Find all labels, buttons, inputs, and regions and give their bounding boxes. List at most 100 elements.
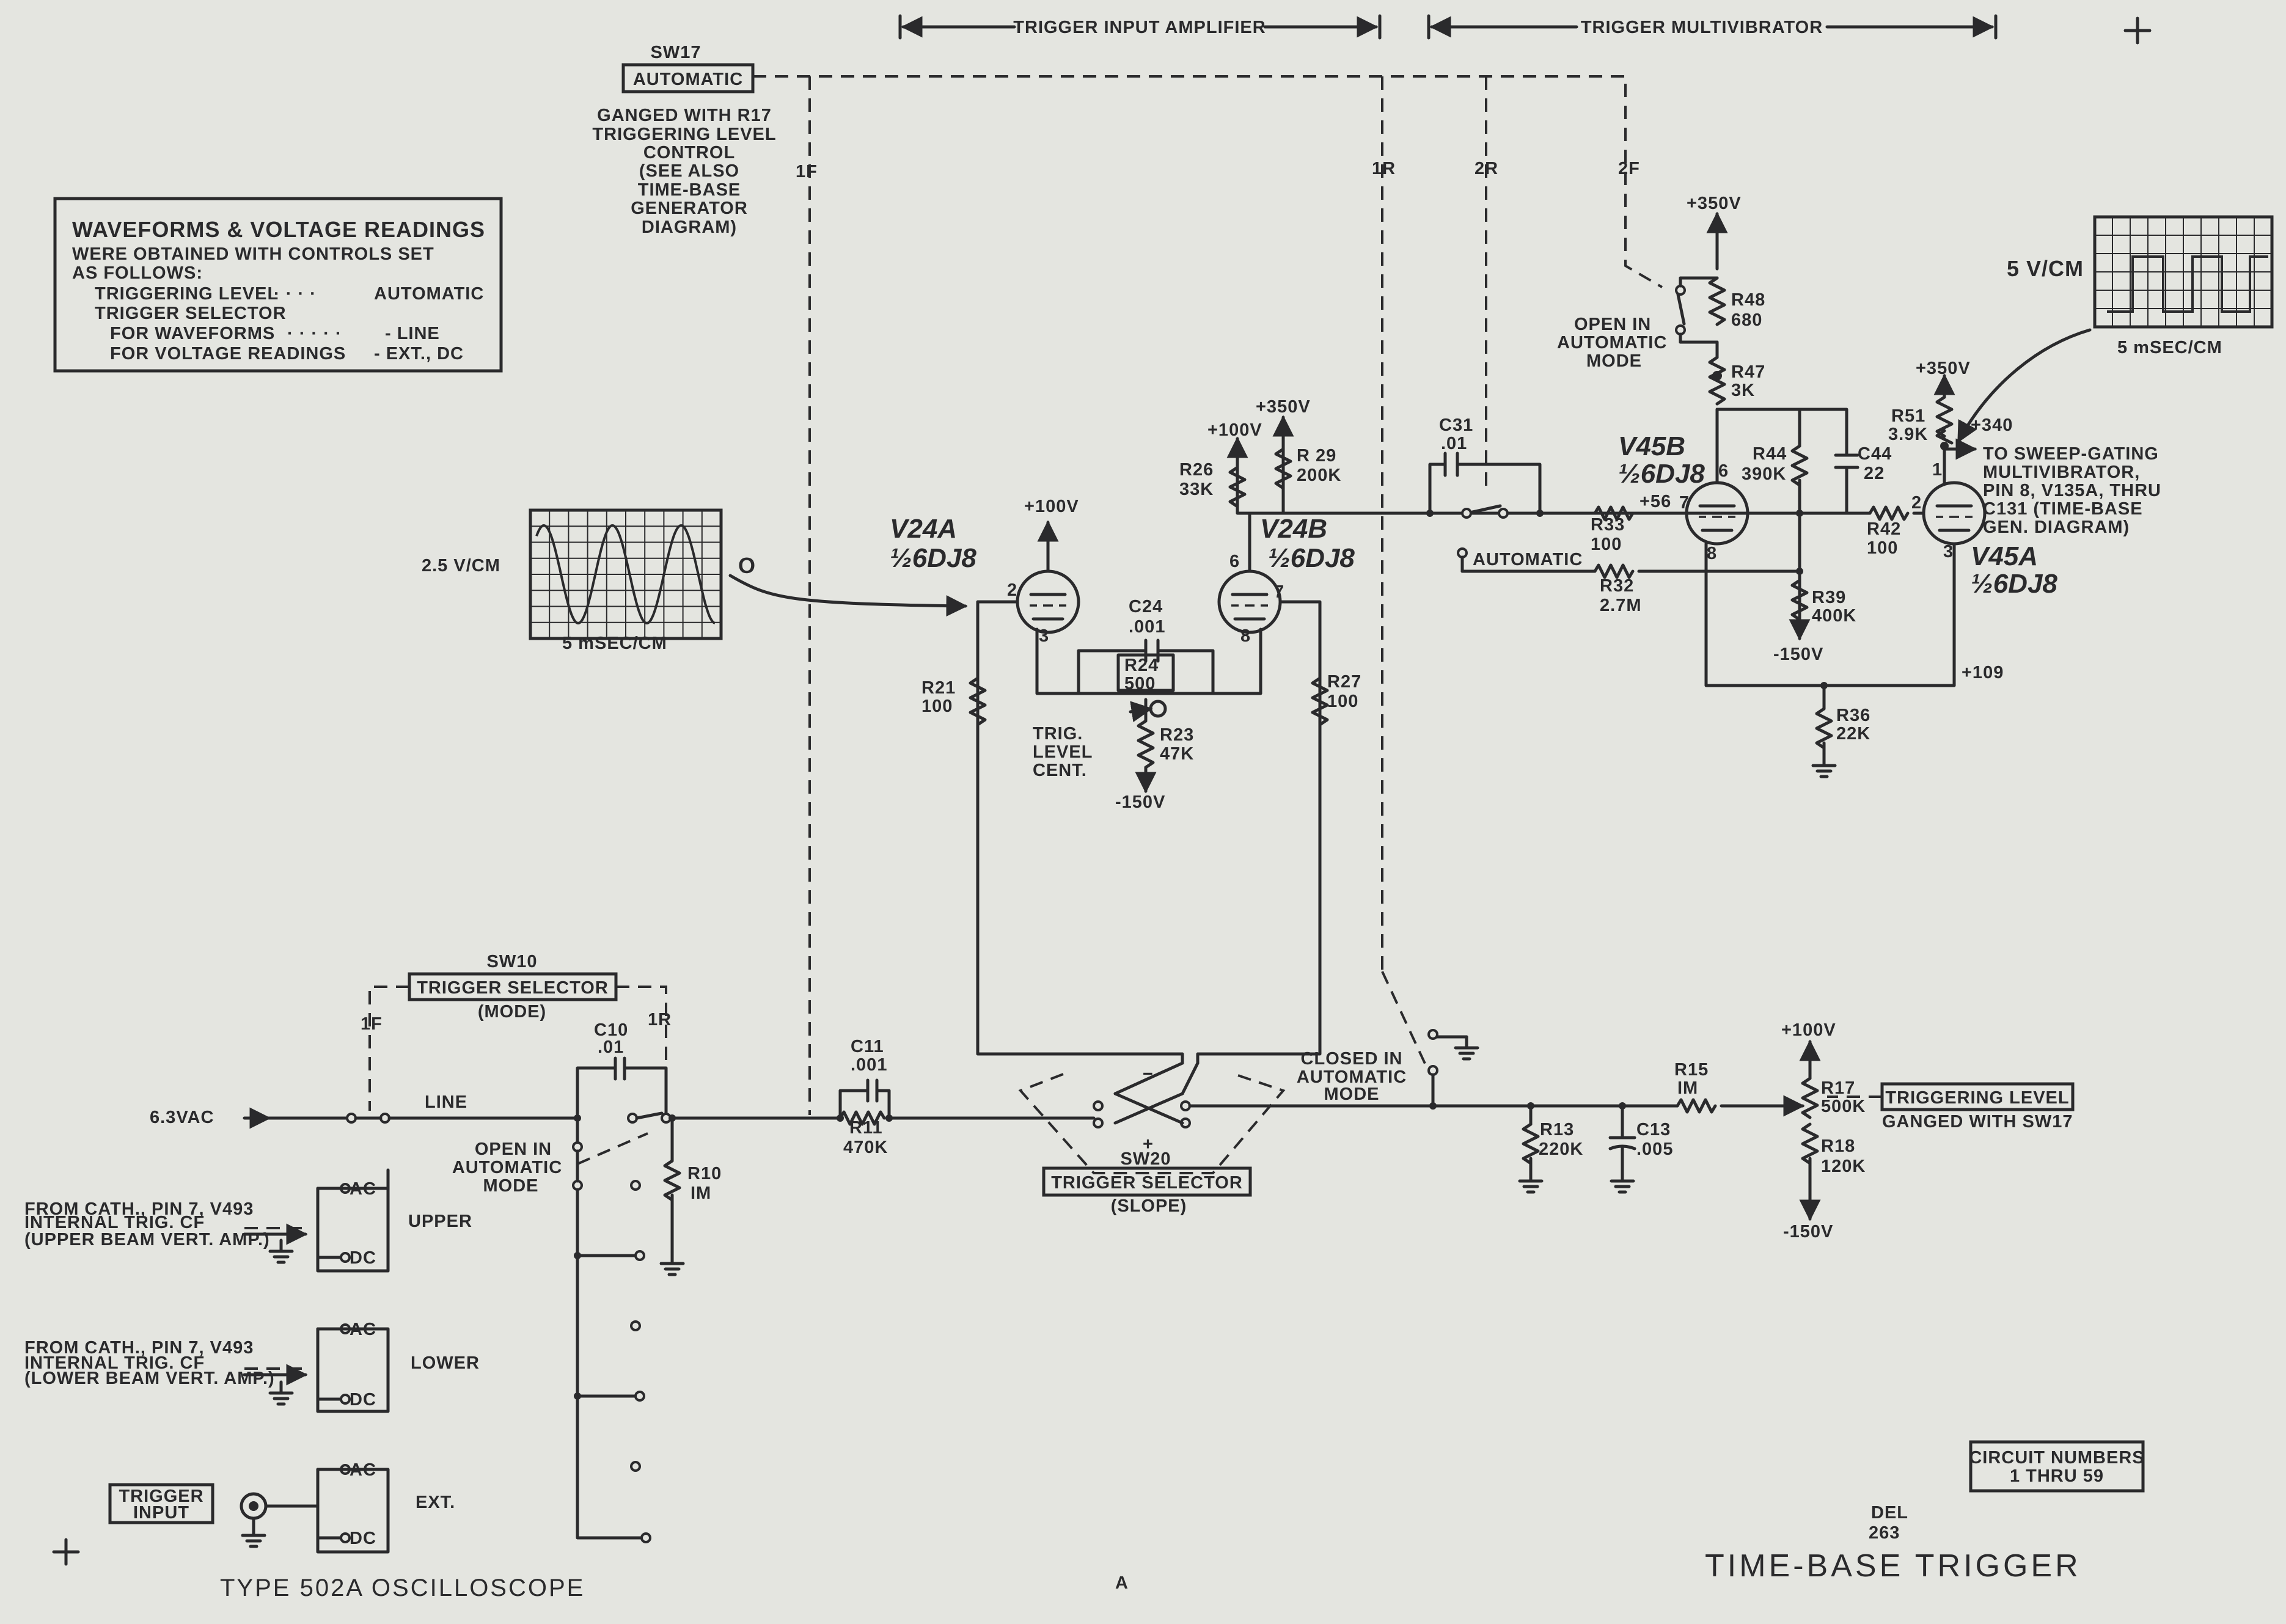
svg-text:½6DJ8: ½6DJ8 <box>1971 569 2057 599</box>
waveform-output-volts: 5 V/CM <box>2007 256 2084 281</box>
tube-v45b: V45B ½6DJ8 6 7 8 <box>1618 408 1956 687</box>
resistor-r36: R36 22K <box>1813 682 1870 777</box>
svg-text:- EXT., DC: - EXT., DC <box>374 344 464 364</box>
svg-text:C13: C13 <box>1636 1120 1671 1139</box>
svg-text:.01: .01 <box>598 1037 624 1057</box>
svg-text:PIN 8, V135A, THRU: PIN 8, V135A, THRU <box>1983 481 2161 500</box>
section-header-input-amplifier: TRIGGER INPUT AMPLIFIER <box>898 14 1382 40</box>
svg-text:.001: .001 <box>851 1055 887 1075</box>
svg-text:CONTROL: CONTROL <box>643 143 735 163</box>
svg-text:GANGED WITH SW17: GANGED WITH SW17 <box>1882 1112 2073 1132</box>
svg-text:TRIGGER SELECTOR: TRIGGER SELECTOR <box>417 978 609 998</box>
svg-text:MODE: MODE <box>483 1176 539 1196</box>
svg-text:TO SWEEP-GATING: TO SWEEP-GATING <box>1983 444 2159 464</box>
resistor-r27: R27 100 <box>1311 672 1361 726</box>
svg-text:-150V: -150V <box>1773 645 1823 664</box>
svg-text:R27: R27 <box>1327 672 1361 692</box>
svg-text:MODE: MODE <box>1586 351 1642 371</box>
tube-v24b: V24B ½6DJ8 6 7 8 <box>1196 438 1866 1065</box>
svg-text:OPEN IN: OPEN IN <box>1574 315 1651 334</box>
svg-text:2: 2 <box>1911 493 1922 513</box>
sw17-label: AUTOMATIC <box>633 70 743 89</box>
svg-text:470K: 470K <box>843 1138 888 1157</box>
svg-text:+350V: +350V <box>1916 359 1971 378</box>
lower-beam-input: FROM CATH., PIN 7, V493 INTERNAL TRIG. C… <box>24 1320 480 1413</box>
svg-text:R11: R11 <box>849 1118 883 1138</box>
svg-text:R 29: R 29 <box>1297 446 1336 466</box>
svg-text:LOWER: LOWER <box>411 1353 480 1373</box>
svg-text:FOR WAVEFORMS: FOR WAVEFORMS <box>110 324 275 343</box>
capacitor-c11-resistor-r11: C11 .001 R11 470K <box>837 1037 1096 1157</box>
svg-text:TIME-BASE: TIME-BASE <box>638 180 741 200</box>
svg-text:(LOWER BEAM VERT. AMP.): (LOWER BEAM VERT. AMP.) <box>24 1369 275 1388</box>
svg-text:22: 22 <box>1864 464 1885 483</box>
svg-text:R21: R21 <box>921 678 956 698</box>
svg-text:R23: R23 <box>1160 725 1194 745</box>
svg-text:EXT.: EXT. <box>416 1493 455 1512</box>
svg-text:3.9K: 3.9K <box>1888 425 1928 444</box>
svg-text:1F: 1F <box>361 1014 383 1034</box>
svg-text:2.7M: 2.7M <box>1600 596 1641 615</box>
svg-text:FROM CATH., PIN 7, V493: FROM CATH., PIN 7, V493 <box>24 1338 254 1358</box>
svg-text:+340: +340 <box>1971 415 2013 435</box>
waveform-input-graticule: 2.5 V/CM 5 mSEC/CM O <box>422 508 968 653</box>
svg-text:C11: C11 <box>851 1037 884 1056</box>
svg-text:R18: R18 <box>1821 1136 1855 1156</box>
notes-box: WAVEFORMS & VOLTAGE READINGS WERE OBTAIN… <box>53 197 503 373</box>
svg-text:2: 2 <box>1007 580 1017 600</box>
svg-text:V24B: V24B <box>1260 514 1327 544</box>
level-network: R13 220K C13 .005 R15 IM <box>1275 1060 1804 1192</box>
svg-text:(UPPER BEAM VERT. AMP.): (UPPER BEAM VERT. AMP.) <box>24 1230 270 1249</box>
svg-text:A: A <box>1115 1573 1129 1593</box>
capacitor-c31: C31 .01 <box>1426 415 1544 519</box>
svg-text:500: 500 <box>1124 674 1156 693</box>
svg-text:AUTOMATIC: AUTOMATIC <box>1473 550 1583 569</box>
resistor-r26-r29: +100V R26 33K +350V R 29 200K <box>1179 397 1341 508</box>
instrument-name: TYPE 502A OSCILLOSCOPE <box>220 1575 585 1601</box>
svg-text:+100V: +100V <box>1781 1020 1836 1040</box>
svg-text:V45A: V45A <box>1971 541 2038 571</box>
diagram-title: TIME-BASE TRIGGER <box>1705 1548 2081 1584</box>
svg-text:R44: R44 <box>1753 444 1787 464</box>
svg-text:C31: C31 <box>1439 415 1473 435</box>
svg-text:CENT.: CENT. <box>1033 761 1087 780</box>
waveform-input-volts: 2.5 V/CM <box>422 556 500 576</box>
svg-text:200K: 200K <box>1297 466 1341 485</box>
svg-text:2F: 2F <box>1618 159 1640 178</box>
svg-text:8: 8 <box>1707 544 1717 563</box>
svg-text:AS FOLLOWS:: AS FOLLOWS: <box>72 263 203 283</box>
svg-text:FOR VOLTAGE READINGS: FOR VOLTAGE READINGS <box>110 344 346 364</box>
svg-text:.01: .01 <box>1441 434 1467 453</box>
svg-text:IM: IM <box>1677 1078 1698 1098</box>
svg-text:1: 1 <box>1932 460 1943 480</box>
svg-text:AUTOMATIC: AUTOMATIC <box>1557 333 1667 353</box>
svg-text:+100V: +100V <box>1207 420 1262 440</box>
svg-text:MODE: MODE <box>1324 1084 1380 1104</box>
svg-text:R47: R47 <box>1731 362 1765 382</box>
svg-text:100: 100 <box>921 697 953 716</box>
section-multivibrator-label: TRIGGER MULTIVIBRATOR <box>1581 18 1823 37</box>
svg-text:INTERNAL TRIG. CF: INTERNAL TRIG. CF <box>24 1213 205 1232</box>
section-input-amplifier-label: TRIGGER INPUT AMPLIFIER <box>1013 18 1266 37</box>
svg-text:400K: 400K <box>1812 606 1856 626</box>
svg-text:7: 7 <box>1274 582 1284 602</box>
potentiometer-r17-r18: +100V R17 500K R18 120K -150V TRIGGERING… <box>1781 1020 2075 1242</box>
svg-text:120K: 120K <box>1821 1157 1866 1176</box>
svg-text:3: 3 <box>1943 542 1954 561</box>
cathode-network: C24 .001 R24 500 R23 47K -150V TRIG. LEV… <box>1033 597 1215 812</box>
svg-text:−: − <box>1143 1064 1154 1084</box>
svg-text:TRIG.: TRIG. <box>1033 724 1083 744</box>
svg-text:+350V: +350V <box>1256 397 1311 417</box>
svg-text:.005: .005 <box>1636 1139 1673 1159</box>
svg-text:INTERNAL TRIG. CF: INTERNAL TRIG. CF <box>24 1353 205 1373</box>
svg-text:22K: 22K <box>1836 724 1870 744</box>
svg-text:6: 6 <box>1718 461 1729 481</box>
svg-text:LINE: LINE <box>425 1092 467 1112</box>
svg-text:DIAGRAM): DIAGRAM) <box>642 218 737 237</box>
svg-text:C24: C24 <box>1129 597 1163 616</box>
resistor-r33: R33 100 +56 <box>1591 492 1671 554</box>
svg-text:R10: R10 <box>687 1164 722 1183</box>
notes-heading: WAVEFORMS & VOLTAGE READINGS <box>72 217 485 242</box>
svg-text:2R: 2R <box>1475 159 1498 178</box>
waveform-input-marker: O <box>738 553 756 578</box>
